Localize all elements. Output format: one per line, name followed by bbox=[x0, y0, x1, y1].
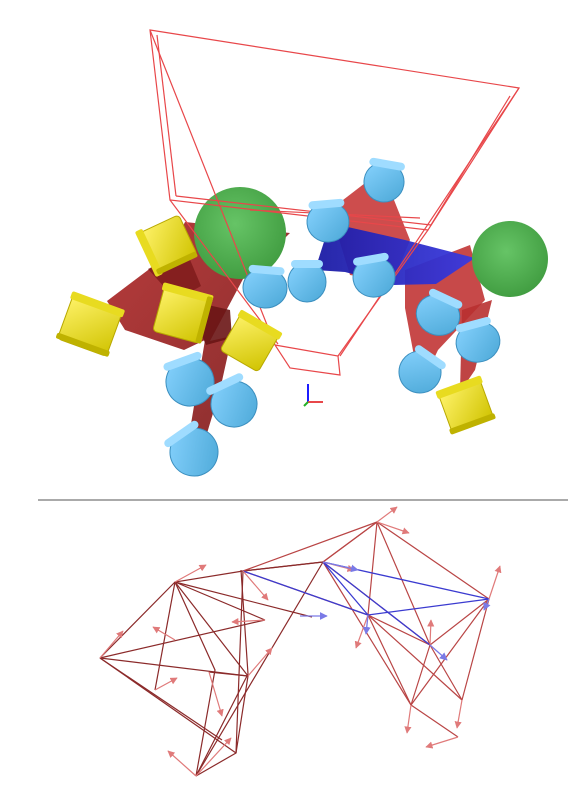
yellow-chairs bbox=[56, 215, 496, 435]
blue-chair bbox=[164, 420, 219, 477]
yellow-chair bbox=[435, 375, 496, 435]
yellow-chair bbox=[56, 291, 125, 357]
blue-chair bbox=[455, 316, 501, 363]
axis-gizmo bbox=[303, 384, 323, 407]
blue-chair bbox=[352, 252, 396, 298]
blue-chair bbox=[415, 288, 463, 336]
yellow-chair bbox=[135, 215, 198, 277]
blue-edges bbox=[242, 561, 490, 646]
green-spheres bbox=[194, 187, 548, 297]
top-3d-scene bbox=[56, 29, 548, 477]
blue-chair bbox=[206, 373, 258, 428]
yellow-chair bbox=[220, 309, 283, 372]
blue-chair bbox=[363, 157, 405, 203]
blue-chair bbox=[306, 198, 350, 243]
blue-chair bbox=[163, 351, 215, 407]
blue-chair bbox=[287, 260, 327, 303]
green-sphere-right bbox=[472, 221, 548, 297]
blue-chair bbox=[398, 345, 446, 394]
blue-chair bbox=[242, 264, 288, 309]
blue-arrows bbox=[300, 561, 491, 661]
red-arrows bbox=[99, 506, 502, 777]
green-sphere-left bbox=[194, 187, 286, 279]
dark-red-edges bbox=[99, 561, 324, 777]
camera-frustum bbox=[149, 29, 521, 376]
yellow-chair bbox=[153, 282, 214, 344]
blue-chairs bbox=[163, 157, 501, 477]
bottom-graph-wireframe bbox=[99, 506, 502, 777]
